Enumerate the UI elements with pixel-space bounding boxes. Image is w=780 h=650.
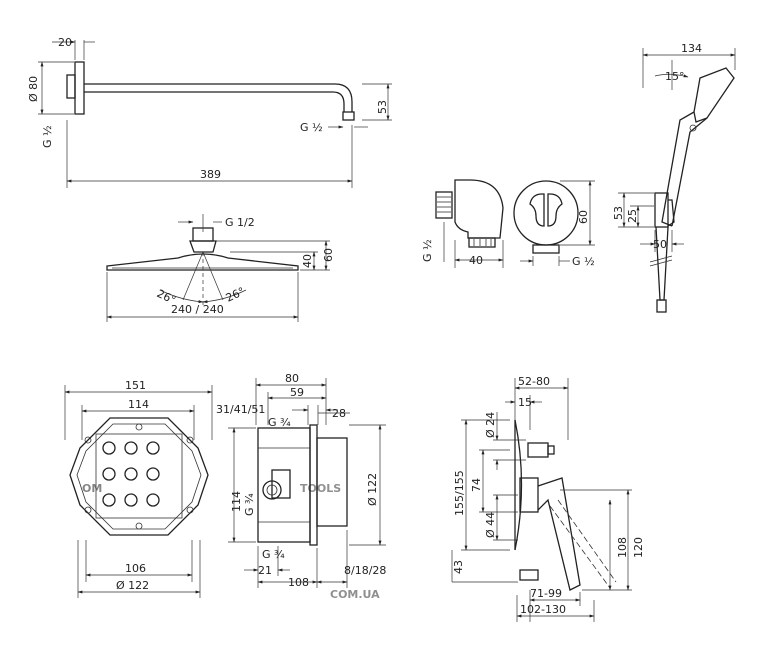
thread-outlet-left: G ½ — [421, 239, 434, 262]
dim-front-outer: 151 — [125, 379, 146, 392]
dim-mixer-height-range: 155/155 — [453, 470, 466, 516]
dim-mixer-71-99: 71-99 — [530, 587, 562, 600]
watermark-brand-right: TOOLS — [300, 482, 341, 495]
dim-side-108: 108 — [288, 576, 309, 589]
dim-arm-diameter: Ø 80 — [27, 76, 40, 102]
dim-front-diameter: Ø 122 — [116, 579, 149, 592]
dim-side-114: 114 — [230, 491, 243, 512]
dim-mixer-depth: 52-80 — [518, 375, 550, 388]
dim-side-diameter: Ø 122 — [366, 473, 379, 506]
dim-hand-width: 134 — [681, 42, 702, 55]
dim-front-bottom: 106 — [125, 562, 146, 575]
dim-outlet-depth: 40 — [469, 254, 483, 267]
dim-mixer-15: 15 — [518, 396, 532, 409]
hand-shower-drawing: 134 15° 53 25 50 — [612, 42, 736, 313]
dim-hand-25: 25 — [626, 209, 639, 223]
watermark-brand-left: OM — [82, 482, 102, 495]
dim-hand-depth: 50 — [653, 238, 667, 251]
dim-front-inner: 114 — [128, 398, 149, 411]
angle-overhead-right: 26° — [224, 285, 247, 305]
dim-mixer-102-130: 102-130 — [520, 603, 566, 616]
watermark-domain: COM.UA — [330, 588, 380, 601]
dim-side-80: 80 — [285, 372, 299, 385]
dim-overhead-outer: 60 — [322, 248, 335, 262]
thread-overhead: G 1/2 — [225, 216, 255, 229]
dim-side-options: 31/41/51 — [216, 403, 265, 416]
box-front-drawing: 151 114 106 Ø 122 — [64, 379, 213, 598]
dim-hand-53: 53 — [612, 206, 625, 220]
dim-mixer-d44: Ø 44 — [484, 512, 497, 538]
thread-arm-right: G ½ — [300, 121, 323, 134]
box-side-drawing: 80 59 31/41/51 28 G ¾ G ¾ 114 Ø 122 G ¾ — [216, 372, 386, 589]
wall-outlet-drawing: 40 G ½ 60 G ½ — [421, 179, 595, 268]
dim-side-28: 28 — [332, 407, 346, 420]
overhead-shower-drawing: G 1/2 40 60 26° 26° 240 / 240 — [106, 214, 335, 322]
mixer-drawing: 52-80 15 155/155 Ø 24 74 Ø 44 43 — [451, 375, 645, 622]
dim-outlet-height: 60 — [577, 210, 590, 224]
dim-arm-width: 20 — [58, 36, 72, 49]
dim-side-range: 8/18/28 — [344, 564, 386, 577]
shower-arm-drawing: 20 Ø 80 G ½ 53 G ½ 389 — [27, 36, 392, 188]
dim-arm-length: 389 — [200, 168, 221, 181]
thread-side-bottom: G ¾ — [262, 548, 285, 561]
thread-arm-left: G ½ — [41, 125, 54, 148]
dim-side-21: 21 — [258, 564, 272, 577]
dim-arm-drop: 53 — [376, 100, 389, 114]
dim-side-59: 59 — [290, 386, 304, 399]
dim-overhead-inner: 40 — [301, 254, 314, 268]
thread-side-top: G ¾ — [268, 416, 291, 429]
dim-overhead-width: 240 / 240 — [171, 303, 224, 316]
dim-mixer-120: 120 — [632, 537, 645, 558]
dim-mixer-d24: Ø 24 — [484, 412, 497, 438]
angle-hand: 15° — [665, 70, 685, 83]
dim-mixer-74: 74 — [470, 478, 483, 492]
thread-side-mid: G ¾ — [243, 493, 256, 516]
dim-mixer-108: 108 — [616, 537, 629, 558]
dim-mixer-43: 43 — [452, 560, 465, 574]
thread-outlet-right: G ½ — [572, 255, 595, 268]
